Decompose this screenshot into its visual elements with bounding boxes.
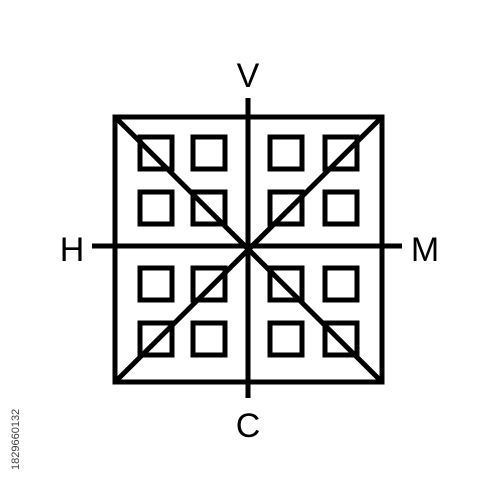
grid-cell — [267, 134, 305, 172]
grid-cell — [137, 320, 175, 358]
image-id-text: 1829660132 — [10, 408, 22, 470]
grid-cell — [267, 265, 305, 303]
grid-cell — [190, 265, 228, 303]
grid-cell — [190, 134, 228, 172]
window-grid — [137, 134, 360, 358]
grid-cell — [322, 134, 360, 172]
grid-cell — [322, 265, 360, 303]
label-right: M — [410, 231, 440, 269]
grid-cell — [137, 265, 175, 303]
grid-cell — [190, 189, 228, 227]
grid-cell — [322, 320, 360, 358]
grid-cell — [267, 320, 305, 358]
label-bottom: C — [235, 407, 261, 445]
label-top: V — [236, 57, 260, 95]
label-left: H — [59, 231, 85, 269]
grid-cell — [137, 189, 175, 227]
grid-cell — [267, 189, 305, 227]
grid-cell — [322, 189, 360, 227]
grid-cell — [137, 134, 175, 172]
grid-cell — [190, 320, 228, 358]
